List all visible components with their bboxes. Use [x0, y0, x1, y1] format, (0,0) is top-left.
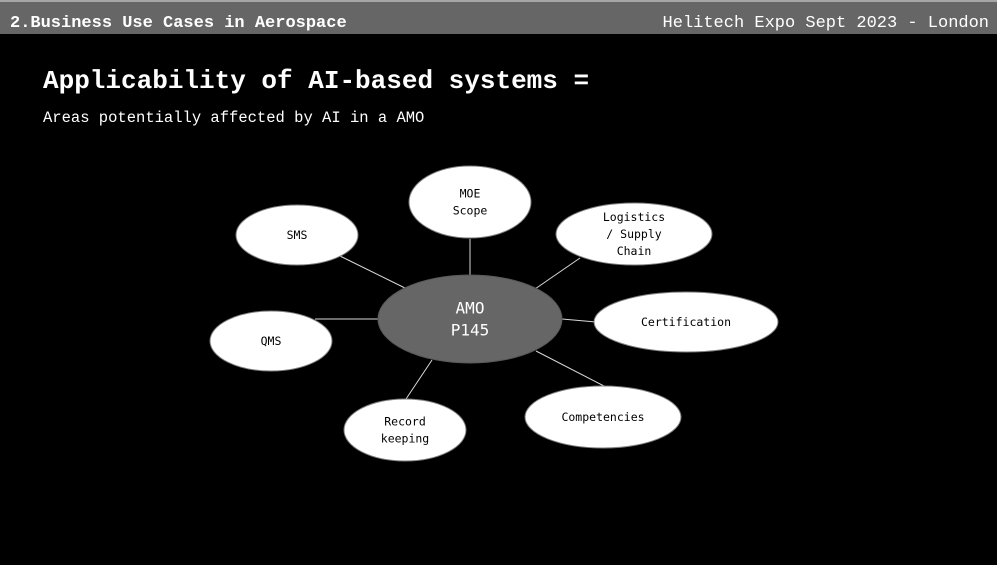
competencies-label-line: Competencies [561, 410, 644, 424]
record-keeping-label-line: keeping [381, 432, 429, 446]
node-moe-scope: MOE Scope [408, 165, 532, 239]
node-ellipse [408, 165, 532, 239]
slide-title: Applicability of AI-based systems = [43, 66, 590, 96]
event-title: Helitech Expo Sept 2023 - London [662, 14, 989, 33]
center-ellipse [377, 274, 563, 364]
node-ellipse [555, 202, 713, 266]
edge-logistics [534, 257, 581, 290]
node-ellipse [235, 204, 359, 266]
certification-label-line: Certification [641, 315, 731, 329]
edge-competencies [535, 350, 605, 387]
slide-subtitle: Areas potentially affected by AI in a AM… [43, 109, 425, 127]
node-ellipse [209, 310, 333, 372]
node-competencies: Competencies [524, 385, 682, 449]
center-label-line: AMO [456, 299, 485, 318]
logistics-label-line: / Supply [606, 227, 661, 241]
header-bar: 2.Business Use Cases in Aerospace Helite… [0, 0, 997, 34]
center-label-line: P145 [451, 321, 490, 340]
node-ellipse [343, 398, 467, 462]
node-record-keeping: Record keeping [343, 398, 467, 462]
logistics-label-line: Chain [617, 244, 652, 258]
moe-scope-label-line: Scope [453, 204, 488, 218]
node-certification: Certification [593, 291, 779, 353]
node-sms: SMS [235, 204, 359, 266]
node-ellipse [593, 291, 779, 353]
sms-label-line: SMS [287, 228, 308, 242]
edge-certification [561, 318, 597, 323]
moe-scope-label-line: MOE [460, 187, 481, 201]
record-keeping-label-line: Record [384, 415, 426, 429]
node-ellipse [524, 385, 682, 449]
qms-label-line: QMS [261, 334, 282, 348]
center-node: AMO P145 [377, 274, 563, 364]
logistics-label-line: Logistics [603, 210, 665, 224]
edge-record-keeping [405, 359, 433, 400]
section-title: 2.Business Use Cases in Aerospace [10, 14, 347, 33]
diagram-edges [315, 239, 605, 400]
node-qms: QMS [209, 310, 333, 372]
edge-sms [339, 255, 408, 290]
